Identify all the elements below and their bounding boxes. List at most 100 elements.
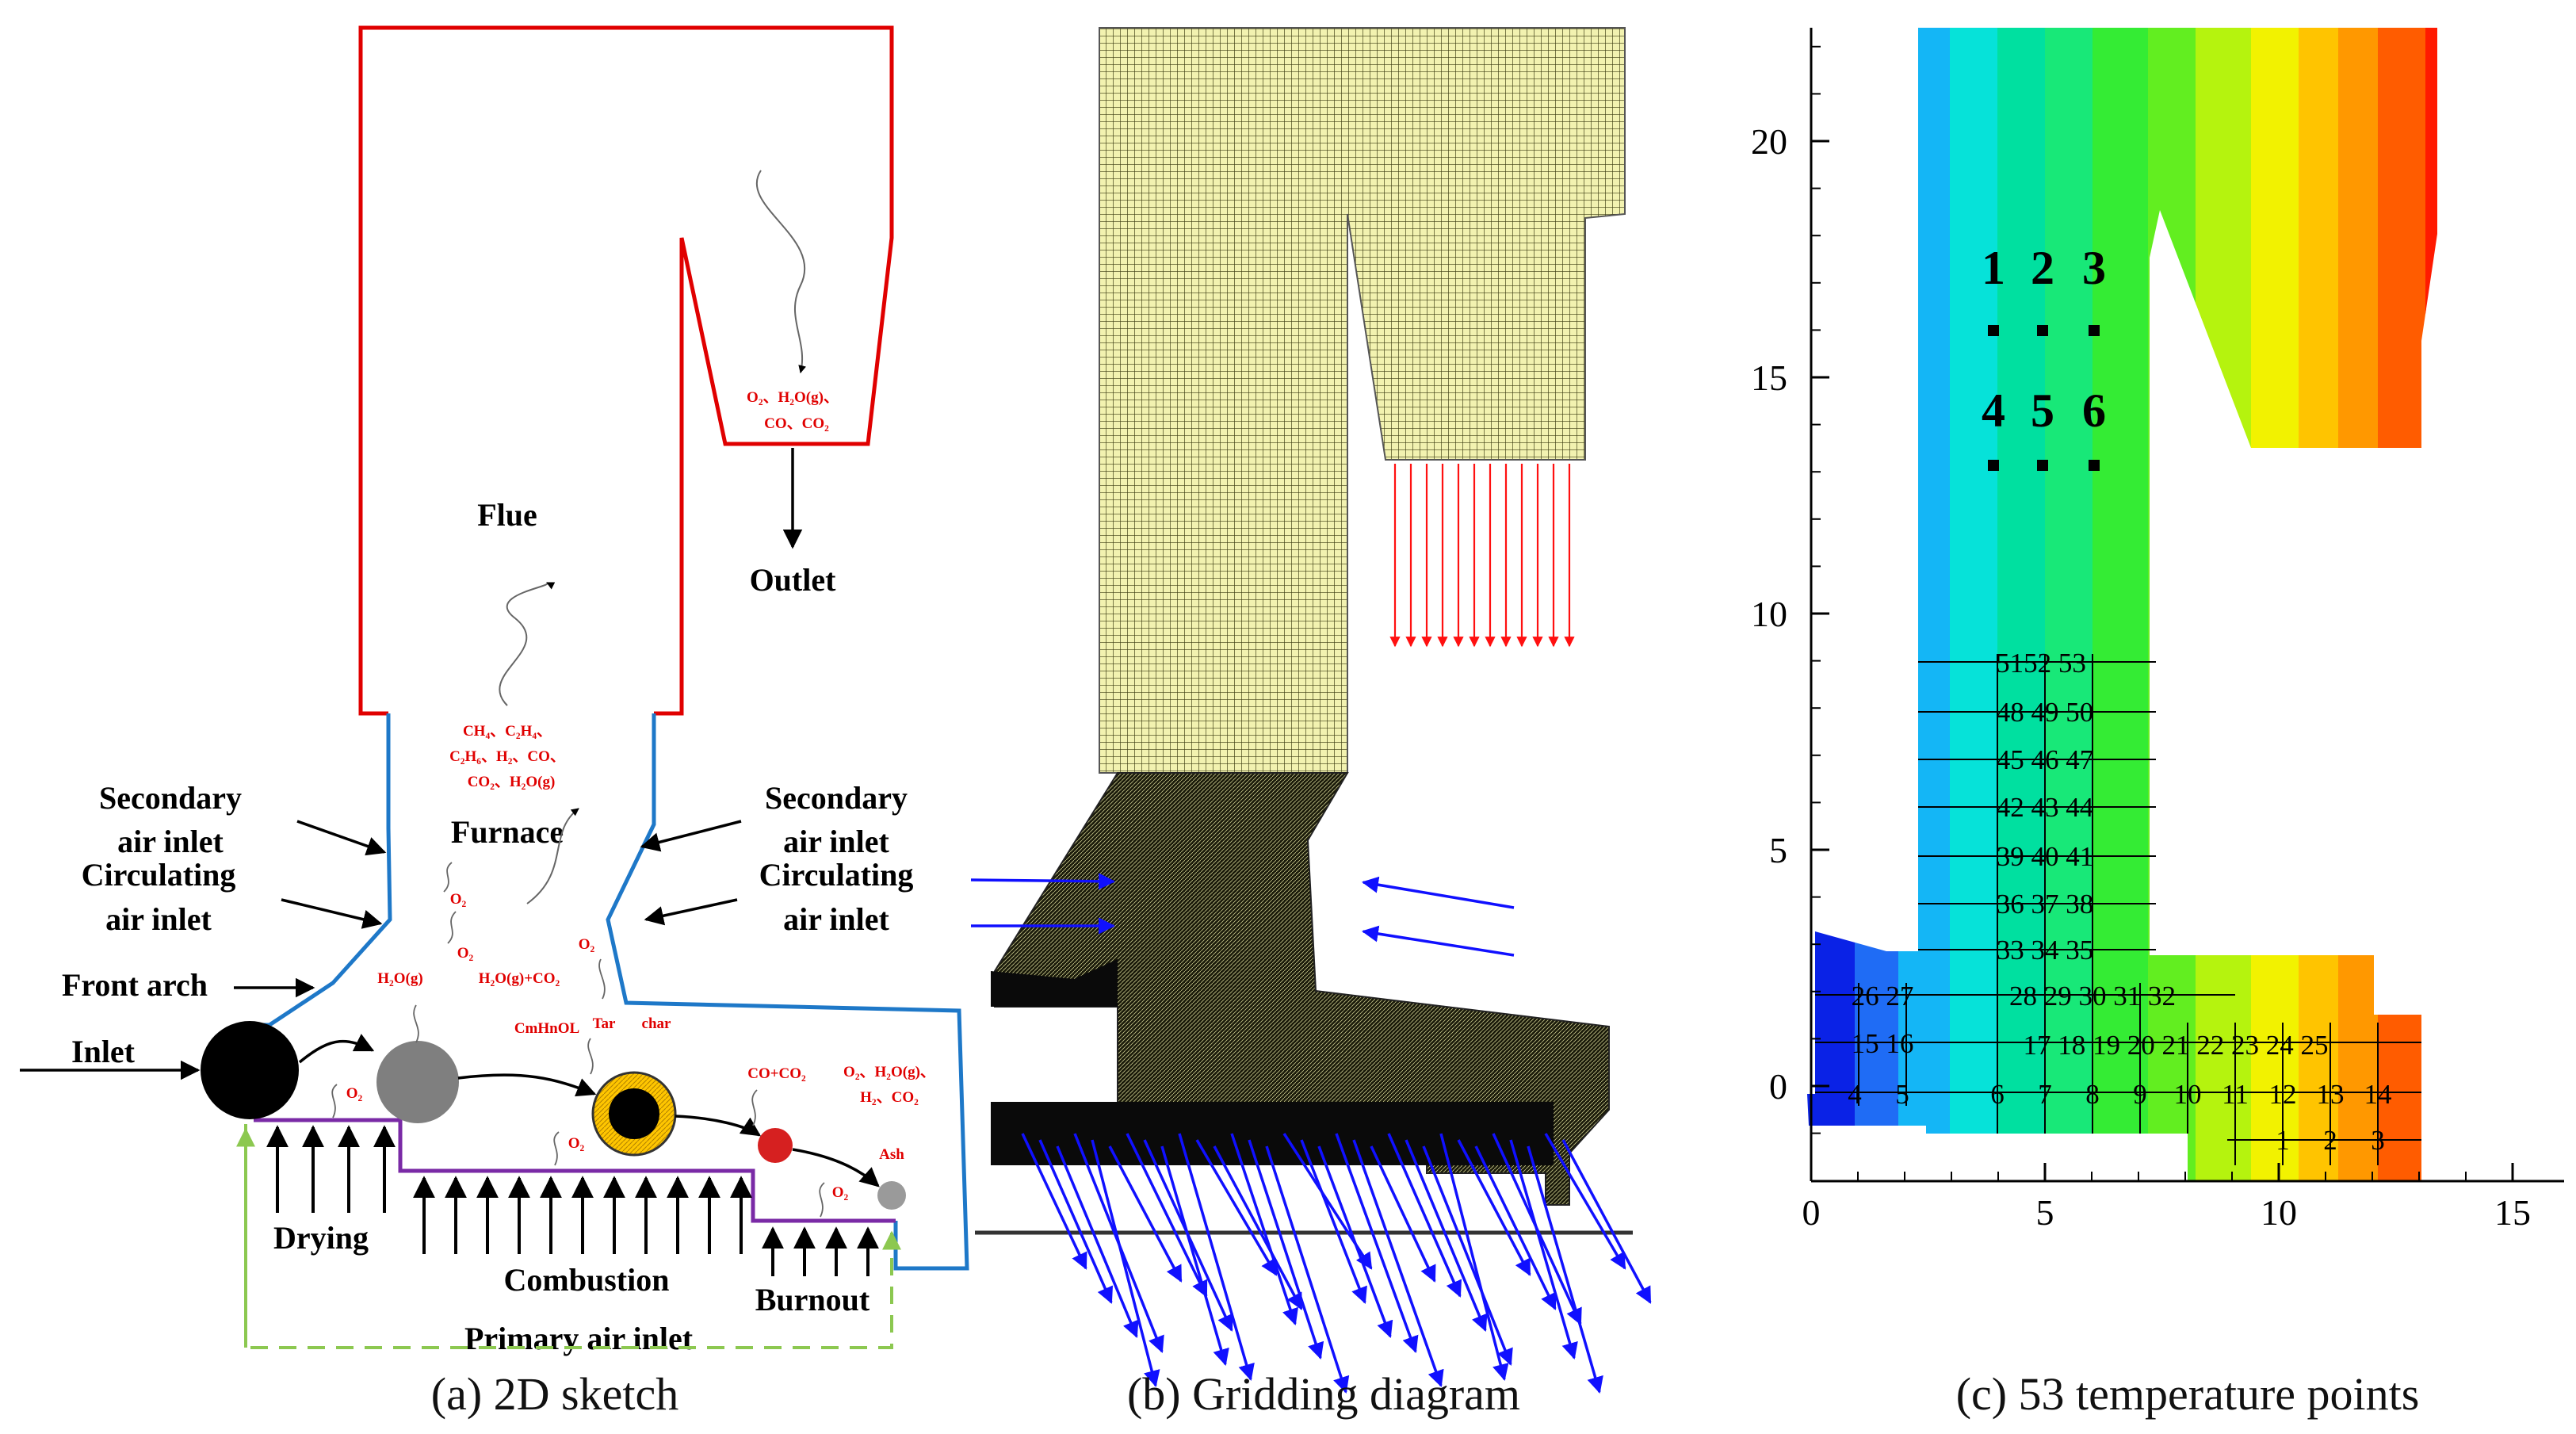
x-tick-label: 10 — [2261, 1192, 2297, 1233]
x-tick-label: 15 — [2494, 1192, 2531, 1233]
point-grid-lines — [1815, 654, 2421, 1165]
primary-air-arrow — [1422, 1145, 1513, 1366]
grate — [254, 1118, 896, 1223]
cmhno-species: CmHnOL — [514, 1020, 579, 1037]
drying-label: Drying — [273, 1220, 369, 1256]
points-row-15-16: 15 16 — [1852, 1028, 1914, 1059]
ash-species: Ash — [879, 1146, 904, 1163]
o2-combustion: O₂ — [568, 1135, 585, 1152]
o2-mid: O₂ — [457, 945, 474, 962]
panel-a-sketch: Flue Outlet Furnace Secondary air inlet … — [20, 25, 969, 1420]
air-inlet-arrow — [1361, 876, 1515, 909]
temperature-band — [2425, 28, 2437, 1181]
species-curls — [331, 862, 825, 1218]
primary-air-arrow — [1091, 1139, 1160, 1388]
secondary-air-right-label-1: Secondary — [765, 780, 908, 816]
point-4: 4 — [1848, 1079, 1862, 1110]
point-13: 13 — [2317, 1079, 2345, 1110]
circulating-air-right-label-1: Circulating — [759, 857, 914, 893]
points-row-39-41: 39 40 41 — [1997, 841, 2094, 872]
ash-particle — [877, 1181, 906, 1210]
points-row-42-44: 42 43 44 — [1997, 792, 2094, 823]
primary-air-arrows — [266, 1125, 879, 1276]
primary-air-arrow — [1457, 1139, 1531, 1276]
point-1: 1 — [2276, 1125, 2290, 1156]
primary-air-arrow — [1108, 1145, 1183, 1283]
top-point-5: 5 — [2031, 384, 2054, 437]
point-9: 9 — [2133, 1079, 2147, 1110]
primary-air-loop — [244, 1124, 901, 1349]
y-tick-label: 5 — [1769, 830, 1787, 870]
points-row-33-35: 33 34 35 — [1997, 935, 2094, 966]
top-point-4: 4 — [1982, 384, 2005, 437]
temperature-band — [2148, 28, 2196, 1181]
primary-air-arrow — [1248, 1139, 1324, 1359]
circulating-air-left-label-2: air inlet — [105, 901, 212, 937]
y-tick-label: 10 — [1751, 594, 1787, 634]
primary-air-arrow — [1056, 1145, 1139, 1338]
circulating-air-right-label-2: air inlet — [783, 901, 889, 937]
flue-species-3: CO₂、H₂O(g) — [468, 774, 556, 790]
top-point-6: 6 — [2082, 384, 2106, 437]
temperature-band — [1803, 28, 1856, 1181]
burnout-label: Burnout — [755, 1282, 870, 1317]
point-14: 14 — [2364, 1079, 2392, 1110]
primary-air-arrow — [1317, 1145, 1393, 1338]
primary-air-arrow — [1195, 1139, 1278, 1276]
point-3: 3 — [2371, 1125, 2385, 1156]
air-inlet-arrows — [970, 873, 1652, 1394]
primary-air-arrow — [1527, 1145, 1603, 1394]
right-species-2: H₂、CO₂ — [860, 1089, 919, 1106]
flue-wall — [358, 25, 894, 716]
top-point-1: 1 — [1982, 242, 2005, 294]
primary-air-arrow — [1038, 1139, 1114, 1304]
top-point-3: 3 — [2082, 242, 2106, 294]
caption-c: (c) 53 temperature points — [1956, 1368, 2420, 1420]
y-tick-label: 15 — [1751, 358, 1787, 398]
right-species-1: O₂、H₂O(g)、 — [843, 1064, 935, 1080]
fuel-particle-wet — [201, 1021, 299, 1119]
x-tick-label: 5 — [2036, 1192, 2054, 1233]
points-row-26-27: 26 27 — [1852, 981, 1914, 1011]
tar-species: Tar — [593, 1015, 616, 1032]
mesh-lower — [991, 959, 1554, 1165]
circulating-air-left-label-1: Circulating — [82, 857, 236, 893]
point-6: 6 — [1990, 1079, 2005, 1110]
point-11: 11 — [2222, 1079, 2249, 1110]
secondary-air-right-label-2: air inlet — [783, 824, 889, 859]
temperature-band — [2378, 28, 2426, 1181]
temperature-band — [2251, 28, 2299, 1181]
co-co2-species: CO+CO₂ — [747, 1065, 806, 1082]
temperature-band — [1855, 28, 1899, 1181]
primary-air-arrow — [1021, 1133, 1087, 1270]
point-labels: 5152 53 48 49 50 45 46 47 42 43 44 39 40… — [1848, 648, 2391, 1156]
primary-air-arrow — [1335, 1133, 1419, 1353]
combustion-label: Combustion — [504, 1262, 670, 1298]
furnace-label: Furnace — [451, 814, 564, 850]
temperature-band — [2045, 28, 2093, 1181]
caption-a: (a) 2D sketch — [431, 1368, 678, 1420]
temperature-band — [2338, 28, 2379, 1181]
char-particle — [758, 1128, 793, 1163]
point-8: 8 — [2085, 1079, 2100, 1110]
flue-species-1: CH₄、C₂H₄、 — [463, 723, 552, 740]
point-10: 10 — [2174, 1079, 2202, 1110]
species-labels: O₂、H₂O(g)、 CO、CO₂ CH₄、C₂H₄、 C₂H₆、H₂、CO、 … — [346, 389, 935, 1201]
char-species: char — [642, 1015, 672, 1032]
primary-air-arrow — [1439, 1133, 1509, 1382]
temperature-band — [1997, 28, 2046, 1181]
temperature-band — [2196, 28, 2252, 1181]
air-inlet-arrow — [970, 873, 1116, 890]
points-row-45-47: 45 46 47 — [1997, 744, 2094, 775]
primary-air-arrow — [1544, 1133, 1626, 1270]
h2o-species: H₂O(g) — [377, 970, 422, 987]
outlet-arrows — [1389, 464, 1575, 648]
flue-species-2: C₂H₆、H₂、CO、 — [449, 748, 565, 765]
temperature-band — [2299, 28, 2339, 1181]
points-row-17-25: 17 18 19 20 21 22 23 24 25 — [2024, 1030, 2329, 1061]
point-7: 7 — [2038, 1079, 2052, 1110]
inlet-label: Inlet — [71, 1034, 136, 1069]
primary-air-arrow — [1300, 1139, 1367, 1304]
